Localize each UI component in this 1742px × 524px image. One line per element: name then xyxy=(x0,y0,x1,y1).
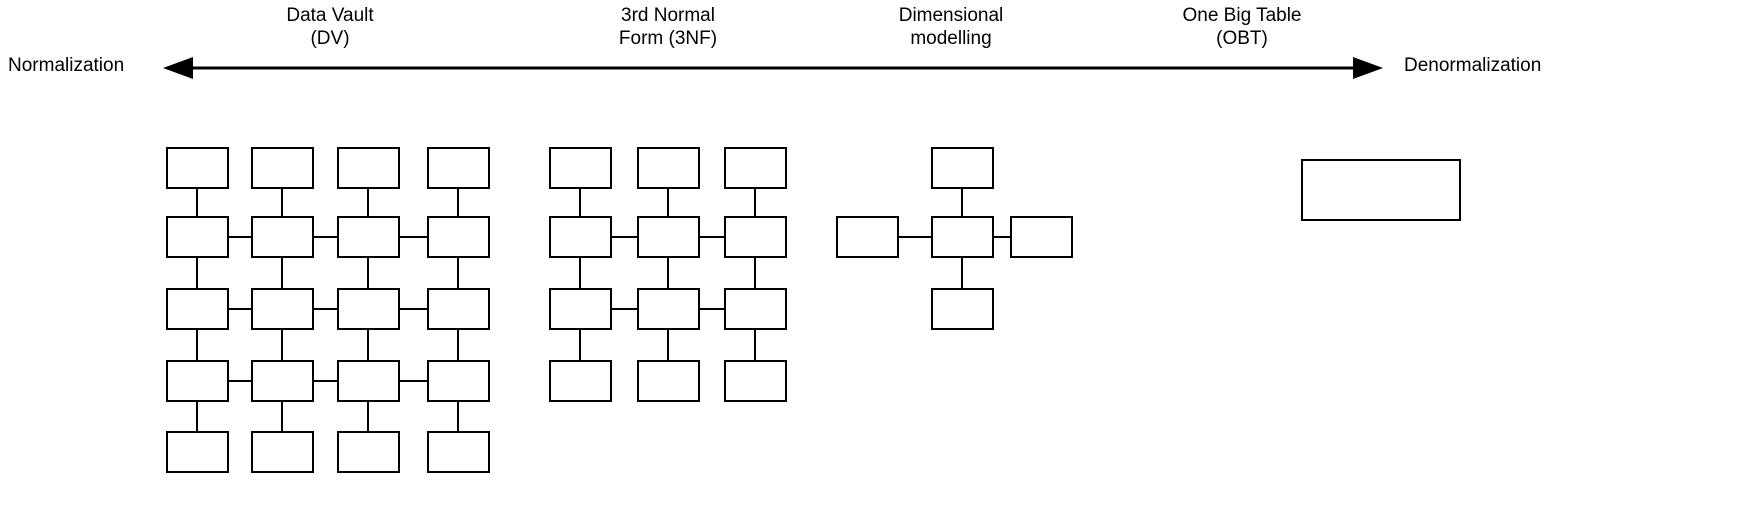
dv-node xyxy=(427,216,490,258)
tnf-link-vertical xyxy=(667,258,670,289)
dv-link-vertical xyxy=(367,189,370,217)
tnf-link-horizontal xyxy=(611,236,638,239)
dv-link-vertical xyxy=(196,330,199,361)
dv-link-horizontal xyxy=(399,236,428,239)
tnf-link-vertical xyxy=(579,330,582,361)
dv-node xyxy=(251,288,314,330)
stage-label-dimensional-modelling: Dimensional modelling xyxy=(898,5,1004,49)
dim-link-horizontal xyxy=(993,236,1011,239)
dv-node xyxy=(427,288,490,330)
arrowhead-right xyxy=(1353,57,1383,79)
tnf-node xyxy=(637,360,700,402)
dv-node xyxy=(251,360,314,402)
dv-node xyxy=(251,431,314,473)
obt-node xyxy=(1301,159,1461,221)
dim-link-horizontal xyxy=(898,236,932,239)
dv-link-horizontal xyxy=(399,308,428,311)
dv-link-horizontal xyxy=(228,308,252,311)
dv-link-vertical xyxy=(281,258,284,289)
dv-node xyxy=(427,360,490,402)
dv-node xyxy=(337,288,400,330)
dv-link-horizontal xyxy=(228,236,252,239)
dv-link-vertical xyxy=(367,258,370,289)
tnf-node xyxy=(637,147,700,189)
tnf-node xyxy=(637,216,700,258)
dv-link-horizontal xyxy=(228,380,252,383)
tnf-link-vertical xyxy=(579,189,582,217)
dv-link-horizontal xyxy=(313,380,338,383)
dv-link-vertical xyxy=(457,330,460,361)
stage-label-third-normal-form: 3rd Normal Form (3NF) xyxy=(618,5,718,49)
tnf-node xyxy=(724,216,787,258)
arrowhead-left xyxy=(163,57,193,79)
tnf-node xyxy=(724,288,787,330)
dv-link-vertical xyxy=(367,402,370,432)
dv-link-vertical xyxy=(196,189,199,217)
dv-node xyxy=(427,147,490,189)
dim-dimension-node xyxy=(931,147,994,189)
dv-link-vertical xyxy=(457,189,460,217)
dv-link-vertical xyxy=(457,402,460,432)
dv-node xyxy=(337,360,400,402)
dv-link-vertical xyxy=(196,402,199,432)
dv-link-vertical xyxy=(196,258,199,289)
tnf-link-vertical xyxy=(754,189,757,217)
dv-link-vertical xyxy=(281,402,284,432)
tnf-node xyxy=(549,360,612,402)
dv-node xyxy=(166,431,229,473)
tnf-node xyxy=(549,147,612,189)
dv-link-vertical xyxy=(281,330,284,361)
axis-label-normalization: Normalization xyxy=(8,55,125,76)
dv-link-horizontal xyxy=(399,380,428,383)
dv-node xyxy=(166,147,229,189)
dv-link-vertical xyxy=(367,330,370,361)
stage-label-data-vault: Data Vault (DV) xyxy=(286,5,374,49)
dim-link-vertical xyxy=(961,258,964,289)
tnf-node xyxy=(724,147,787,189)
tnf-link-horizontal xyxy=(611,308,638,311)
tnf-node xyxy=(724,360,787,402)
dim-dimension-node xyxy=(836,216,899,258)
dim-link-vertical xyxy=(961,189,964,217)
dv-link-horizontal xyxy=(313,308,338,311)
dv-node xyxy=(251,216,314,258)
tnf-link-horizontal xyxy=(699,308,725,311)
dv-node xyxy=(337,147,400,189)
tnf-link-vertical xyxy=(754,330,757,361)
dv-node xyxy=(337,431,400,473)
dv-node xyxy=(166,360,229,402)
axis-label-denormalization: Denormalization xyxy=(1404,55,1542,76)
dv-node xyxy=(251,147,314,189)
tnf-link-vertical xyxy=(667,330,670,361)
dv-node xyxy=(337,216,400,258)
tnf-node xyxy=(549,216,612,258)
dv-link-horizontal xyxy=(313,236,338,239)
dv-link-vertical xyxy=(281,189,284,217)
tnf-link-vertical xyxy=(754,258,757,289)
dv-node xyxy=(427,431,490,473)
dim-fact-node xyxy=(931,216,994,258)
dv-link-vertical xyxy=(457,258,460,289)
tnf-link-vertical xyxy=(667,189,670,217)
dv-node xyxy=(166,216,229,258)
stage-label-one-big-table: One Big Table (OBT) xyxy=(1182,5,1302,49)
dim-dimension-node xyxy=(1010,216,1073,258)
tnf-node xyxy=(549,288,612,330)
tnf-link-horizontal xyxy=(699,236,725,239)
dv-node xyxy=(166,288,229,330)
dim-dimension-node xyxy=(931,288,994,330)
tnf-node xyxy=(637,288,700,330)
tnf-link-vertical xyxy=(579,258,582,289)
